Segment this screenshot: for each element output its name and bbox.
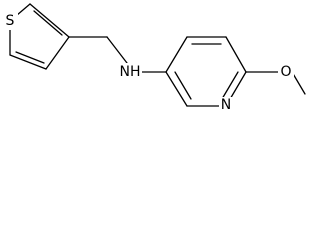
pyridine-n-label-bg bbox=[219, 97, 234, 113]
bond-c2-c3-double bbox=[33, 10, 63, 36]
oxygen-label-bg bbox=[278, 63, 294, 81]
thiophene-ring bbox=[9, 3, 70, 70]
bond-py-c3-c4 bbox=[165, 36, 188, 73]
bond-ch2-nh bbox=[106, 36, 128, 64]
methoxy-group bbox=[245, 71, 306, 95]
molecule-structure-drawing: S NH N O bbox=[3, 3, 306, 113]
bond-py-c6-n-double bbox=[221, 71, 239, 100]
bond-c2-c3 bbox=[29, 3, 70, 38]
bond-py-c5-c6 bbox=[225, 36, 247, 73]
bond-c3-c4 bbox=[45, 36, 70, 70]
sulfur-atom-label: S bbox=[6, 13, 15, 29]
atom-labels: S NH N O bbox=[3, 12, 294, 113]
pyridine-nitrogen-atom-label: N bbox=[221, 97, 231, 113]
bond-o-ch3 bbox=[291, 71, 306, 95]
bond-c4-c5-double bbox=[15, 51, 45, 64]
bond-c4-c5 bbox=[9, 54, 47, 70]
bond-py-c2-c3 bbox=[165, 71, 188, 107]
bond-py-c2-c3-double bbox=[174, 71, 192, 100]
sulfur-label-bg bbox=[3, 12, 18, 30]
amine-atom-label: NH bbox=[120, 64, 141, 80]
pyridine-ring bbox=[165, 36, 247, 107]
oxygen-atom-label: O bbox=[280, 64, 291, 80]
amine-label-bg bbox=[118, 63, 142, 82]
methylene-linker bbox=[68, 36, 128, 64]
